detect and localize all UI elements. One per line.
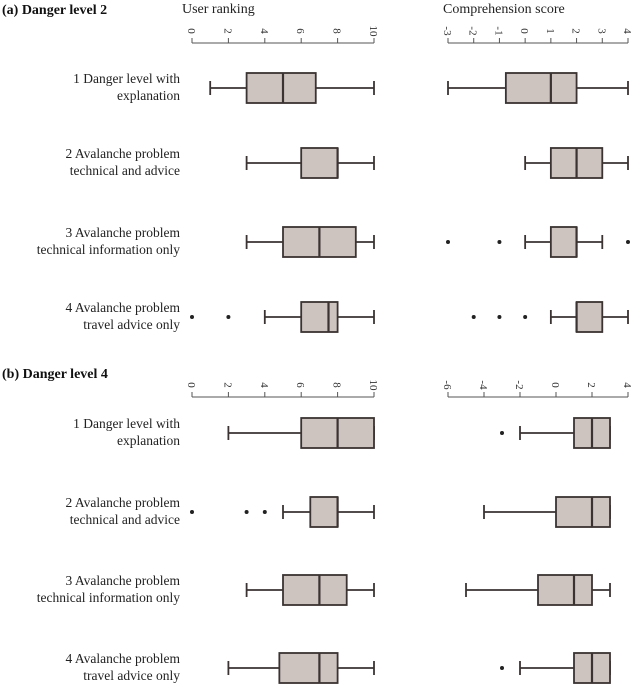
category-label: 1 Danger level with [73,71,180,86]
category-label: 4 Avalanche problem [66,300,181,315]
outlier-point [446,240,450,244]
category-label: technical information only [37,590,180,605]
x-tick-label: -6 [441,380,453,390]
x-tick-label: 3 [595,28,607,34]
category-label: 1 Danger level with [73,416,180,431]
outlier-point [500,431,504,435]
box-plot [245,574,375,606]
outlier-point [226,315,231,319]
box-plot [447,72,629,104]
x-tick-label: -3 [441,26,453,36]
outlier-point [190,315,194,319]
box-plot [483,496,611,528]
iqr-box [537,574,593,606]
category-label: travel advice only [83,317,180,332]
outlier-point [497,240,502,244]
box-plot [471,301,629,333]
x-tick-label: -4 [477,380,489,390]
box-plot [465,574,611,606]
outlier-point [262,510,267,514]
x-tick-label: 1 [544,28,556,34]
x-tick-label: -2 [513,380,525,389]
category-label: 3 Avalanche problem [66,225,181,240]
box-plot [524,147,629,179]
category-label: technical and advice [70,512,180,527]
category-label: 4 Avalanche problem [66,651,181,666]
outlier-point [190,510,194,514]
box-plot [227,417,375,449]
x-tick-label: 6 [294,382,306,388]
panel-title: (b) Danger level 4 [2,367,108,382]
column-title-ranking: User ranking [182,2,255,17]
outlier-point [244,510,249,514]
iqr-box [282,574,348,606]
category-label: explanation [117,433,180,448]
x-tick-label: -1 [492,26,504,35]
comprehension-panel [447,392,629,684]
category-label: travel advice only [83,668,180,683]
ranking-panel [190,392,375,684]
x-tick-label: 4 [258,28,270,34]
comprehension-panel [446,38,630,333]
box-plot [446,226,630,258]
box-plot [190,301,375,333]
x-tick-label: 8 [331,28,343,34]
x-tick-label: 6 [294,28,306,34]
x-tick-label: 10 [367,380,379,392]
x-tick-label: 2 [221,382,233,388]
iqr-box [278,652,339,684]
x-tick-label: 2 [221,28,233,34]
x-tick-label: 4 [621,382,633,388]
x-tick-label: 2 [585,382,597,388]
panel-title: (a) Danger level 2 [2,3,107,18]
box-plot [500,652,611,684]
x-tick-label: 0 [549,382,561,388]
iqr-box [575,301,604,333]
outlier-point [471,315,476,319]
column-title-comprehension: Comprehension score [443,2,565,17]
outlier-point [626,240,630,244]
iqr-box [555,496,611,528]
x-tick-label: -2 [467,26,479,35]
box-plot [190,496,375,528]
box-plot [227,652,375,684]
x-tick-label: 2 [570,28,582,34]
iqr-box [300,301,339,333]
category-label: explanation [117,88,180,103]
category-label: 2 Avalanche problem [66,146,181,161]
iqr-box [245,72,317,104]
x-tick-label: 4 [258,382,270,388]
x-tick-label: 0 [185,382,197,388]
iqr-box [300,147,339,179]
category-label: technical and advice [70,163,180,178]
category-label: 2 Avalanche problem [66,495,181,510]
x-tick-label: 4 [621,28,633,34]
box-plot [500,417,611,449]
x-tick-label: 10 [367,26,379,38]
x-tick-label: 8 [331,382,343,388]
outlier-point [497,315,502,319]
box-plot [209,72,375,104]
box-plot [245,147,375,179]
x-tick-label: 0 [185,28,197,34]
iqr-box [549,226,578,258]
ranking-panel [190,38,375,333]
x-tick-label: 0 [518,28,530,34]
iqr-box [309,496,339,528]
category-label: technical information only [37,242,180,257]
outlier-point [523,315,528,319]
box-plot [245,226,375,258]
category-label: 3 Avalanche problem [66,573,181,588]
iqr-box [504,72,578,104]
outlier-point [500,666,504,670]
